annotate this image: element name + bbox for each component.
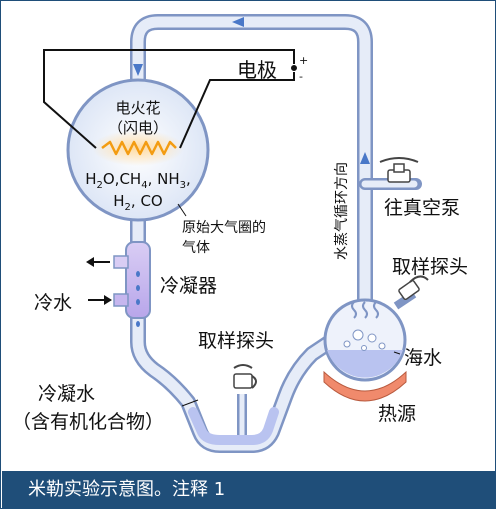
cold-water-label: 冷水	[34, 292, 72, 314]
arrow-icon	[360, 152, 370, 164]
condensate-label: 冷凝水	[38, 383, 95, 405]
atmosphere-leader	[177, 203, 187, 217]
steam-direction-label: 水蒸气循环方向	[334, 162, 350, 260]
condensate-water	[188, 407, 279, 445]
seawater-label: 海水	[404, 347, 442, 369]
electrode-label: 电极	[237, 58, 277, 82]
condenser-inlet	[113, 255, 129, 269]
spark-icon	[101, 140, 177, 156]
spark-label: 电火花	[115, 99, 160, 117]
figure-caption: 米勒实验示意图。注释 1	[28, 479, 226, 500]
atmosphere-label: 原始大气圈的	[182, 220, 266, 236]
atmosphere-label-sub: 气体	[182, 240, 210, 256]
seawater-leader	[393, 351, 401, 355]
condensate-leader	[181, 399, 199, 407]
probe-right-label: 取样探头	[392, 256, 468, 278]
arrow-icon	[232, 17, 244, 27]
condenser-label: 冷凝器	[160, 275, 217, 297]
arrow-icon	[133, 64, 143, 76]
gases-formula-line1: H2O,CH4, NH3,	[85, 170, 191, 191]
glass-tubing	[130, 14, 422, 453]
heat-source-label: 热源	[378, 403, 416, 425]
spark-label-sub: （闪电）	[108, 119, 168, 137]
water-out-arrow	[86, 257, 110, 267]
miller-experiment-diagram: 电极 + - 电火花 （闪电） H2O,CH4, NH3, H2, CO 原始大…	[12, 14, 468, 453]
probe-bottom-label: 取样探头	[198, 330, 274, 352]
valve-icon	[379, 157, 419, 183]
flow-arrows	[133, 17, 370, 164]
seawater-fill	[327, 350, 403, 378]
probe-icon	[233, 364, 257, 389]
probe-icon	[393, 275, 429, 310]
electrode-wires	[43, 49, 297, 149]
caption-bar: 米勒实验示意图。注释 1	[2, 471, 496, 509]
vacuum-pump-label: 往真空泵	[384, 197, 460, 219]
condenser-outlet	[113, 293, 129, 307]
cold-water-arrow	[88, 295, 112, 305]
gases-formula-line2: H2, CO	[113, 192, 162, 213]
bubbles-icon	[343, 329, 386, 351]
steam-icon	[351, 301, 379, 319]
heat-source	[323, 370, 407, 402]
condensate-label-sub: （含有机化合物）	[12, 411, 164, 433]
electrode-minus: -	[299, 70, 303, 83]
condenser-jacket	[125, 241, 151, 319]
electrode-plus: +	[299, 54, 308, 67]
condensing-drops	[136, 271, 140, 327]
